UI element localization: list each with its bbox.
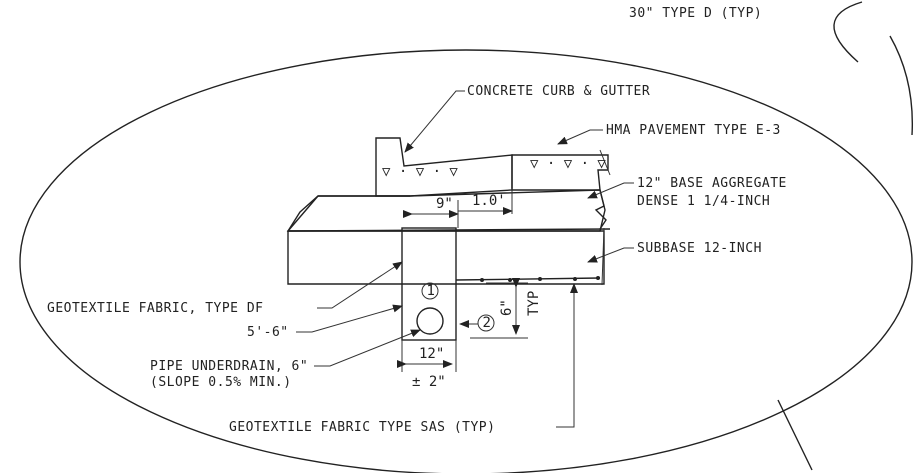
leader-geotextile-df: [317, 261, 403, 309]
leader-depth: [296, 304, 403, 333]
dim-9in: 9": [436, 196, 453, 212]
reference-circle: [833, 1, 863, 63]
curb-gutter: [375, 137, 513, 197]
label-geotextile-sas: GEOTEXTILE FABRIC TYPE SAS (TYP): [229, 420, 495, 435]
callout-1-circle: [421, 282, 439, 300]
label-depth: 5'-6": [247, 325, 289, 340]
label-hma-pavement: HMA PAVEMENT TYPE E-3: [606, 123, 781, 138]
base-right-break: [594, 189, 607, 230]
reference-circle-lower: [889, 35, 914, 136]
dim-tolerance: ± 2": [412, 374, 446, 390]
dim-1-0ft: 1.0': [472, 193, 506, 209]
label-geotextile-df: GEOTEXTILE FABRIC, TYPE DF: [47, 301, 264, 316]
callout-1: 1: [427, 283, 435, 299]
callout-2-circle: [477, 314, 495, 332]
geotextile-sas-dots: [480, 276, 600, 282]
reference-leader: [777, 399, 813, 471]
label-curb-gutter: CONCRETE CURB & GUTTER: [467, 84, 650, 99]
underdrain-trench: [401, 227, 457, 341]
geotextile-sas-line: [455, 277, 601, 281]
label-30in-type-d: 30" TYPE D (TYP): [629, 6, 762, 21]
leader-subbase: [587, 247, 634, 263]
detail-boundary-ellipse: [19, 49, 913, 473]
label-subbase: SUBBASE 12-INCH: [637, 241, 762, 256]
subbase-layer: [287, 230, 605, 285]
callout-2: 2: [483, 315, 491, 331]
leader-curb: [404, 90, 465, 153]
base-left-edge: [287, 195, 319, 232]
underdrain-pipe: [416, 307, 444, 335]
label-base-aggregate-2: DENSE 1 1/4-INCH: [637, 194, 770, 209]
dim-12in: 12": [419, 346, 444, 362]
leader-base: [587, 182, 634, 199]
dim-6in: 6": [499, 299, 515, 316]
label-pipe-underdrain-2: (SLOPE 0.5% MIN.): [150, 375, 292, 390]
label-pipe-underdrain-1: PIPE UNDERDRAIN, 6": [150, 359, 308, 374]
dim-typ: TYP: [526, 291, 542, 316]
leader-geotextile-sas: [556, 283, 578, 428]
hma-aggregate-mark: ▽ · ▽ · ▽: [530, 156, 606, 172]
label-base-aggregate-1: 12" BASE AGGREGATE: [637, 176, 787, 191]
hma-break: [599, 149, 611, 176]
leader-hma: [557, 129, 603, 145]
leader-pipe: [314, 329, 421, 367]
curb-aggregate-mark: ▽ · ▽ · ▽: [382, 164, 458, 180]
